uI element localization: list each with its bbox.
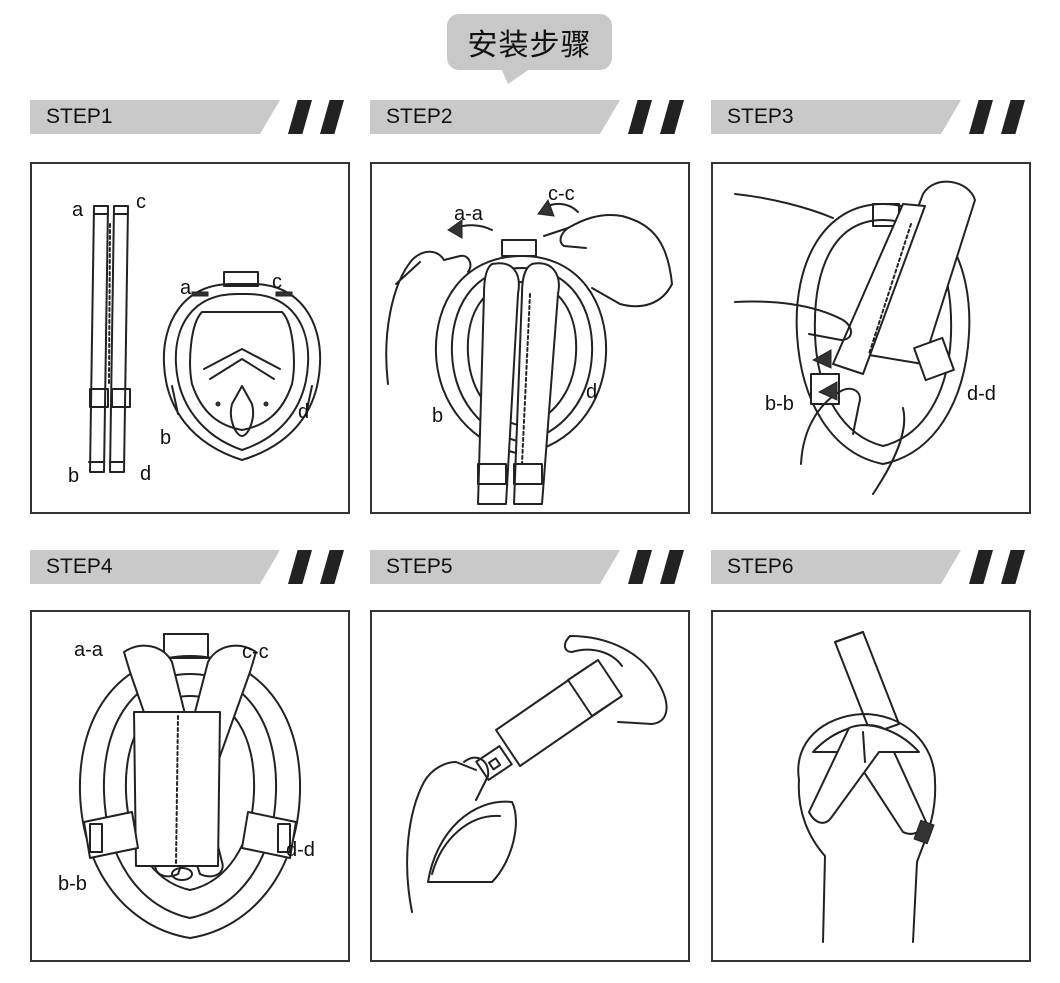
strap-right xyxy=(108,205,131,473)
label-a: a xyxy=(72,199,84,221)
step-bar xyxy=(30,550,280,584)
step-2-label: STEP2 xyxy=(386,105,453,128)
slash-mark xyxy=(660,100,684,134)
label-d: d xyxy=(140,463,151,485)
slash-mark xyxy=(628,100,652,134)
label-a-a: a-a xyxy=(74,639,104,661)
step-5-label: STEP5 xyxy=(386,555,453,578)
label-b: b xyxy=(160,427,171,449)
step-4-drawing: a-a c-c b-b d-d xyxy=(58,633,315,939)
step-1-header: STEP1 xyxy=(30,100,348,134)
label-c-c: c-c xyxy=(548,183,575,205)
slash-mark xyxy=(660,550,684,584)
label-c-c: c-c xyxy=(242,641,269,663)
mask-front xyxy=(162,271,322,461)
step-bar xyxy=(370,550,620,584)
step-4-header: STEP4 xyxy=(30,550,348,584)
label-a: a xyxy=(180,277,192,299)
step-5-drawing xyxy=(406,635,668,913)
label-d-d: d-d xyxy=(286,839,315,861)
label-b: b xyxy=(432,405,443,427)
label-b-b: b-b xyxy=(58,873,87,895)
step-3-illustration: b-b d-d xyxy=(711,162,1031,514)
strap-left xyxy=(88,205,109,473)
step-2-header: STEP2 xyxy=(370,100,688,134)
step-4-illustration: a-a c-c b-b d-d xyxy=(30,610,350,962)
step-2-illustration: a-a c-c b d xyxy=(370,162,690,514)
step-6-drawing xyxy=(797,631,937,943)
slash-mark xyxy=(1001,100,1025,134)
label-b-b: b-b xyxy=(765,393,794,415)
step-bar xyxy=(711,100,961,134)
step-1-label: STEP1 xyxy=(46,105,113,128)
slash-mark xyxy=(969,100,993,134)
step-3-drawing: b-b d-d xyxy=(734,180,996,495)
label-a-a: a-a xyxy=(454,203,484,225)
step-6-header: STEP6 xyxy=(711,550,1029,584)
step-1-drawing: a c b d a c b d xyxy=(68,191,322,487)
slash-mark xyxy=(320,100,344,134)
step-2-drawing: a-a c-c b d xyxy=(385,183,673,505)
page-title: 安装步骤 xyxy=(467,28,592,63)
slash-mark xyxy=(288,550,312,584)
step-3-header: STEP3 xyxy=(711,100,1029,134)
label-d: d xyxy=(298,401,309,423)
slash-mark xyxy=(288,100,312,134)
label-d: d xyxy=(586,381,597,403)
title-bubble-tail xyxy=(500,66,534,84)
slash-mark xyxy=(1001,550,1025,584)
step-4-label: STEP4 xyxy=(46,555,113,578)
step-5-illustration xyxy=(370,610,690,962)
step-5-header: STEP5 xyxy=(370,550,688,584)
slash-mark xyxy=(969,550,993,584)
step-3-label: STEP3 xyxy=(727,105,794,128)
step-6-illustration xyxy=(711,610,1031,962)
step-bar xyxy=(711,550,961,584)
step-bar xyxy=(30,100,280,134)
step-6-label: STEP6 xyxy=(727,555,794,578)
slash-mark xyxy=(628,550,652,584)
title-bubble: 安装步骤 xyxy=(447,14,612,70)
label-c: c xyxy=(272,271,282,293)
label-b: b xyxy=(68,465,79,487)
label-c: c xyxy=(136,191,146,213)
step-1-illustration: a c b d a c b d xyxy=(30,162,350,514)
slash-mark xyxy=(320,550,344,584)
label-d-d: d-d xyxy=(967,383,996,405)
step-bar xyxy=(370,100,620,134)
